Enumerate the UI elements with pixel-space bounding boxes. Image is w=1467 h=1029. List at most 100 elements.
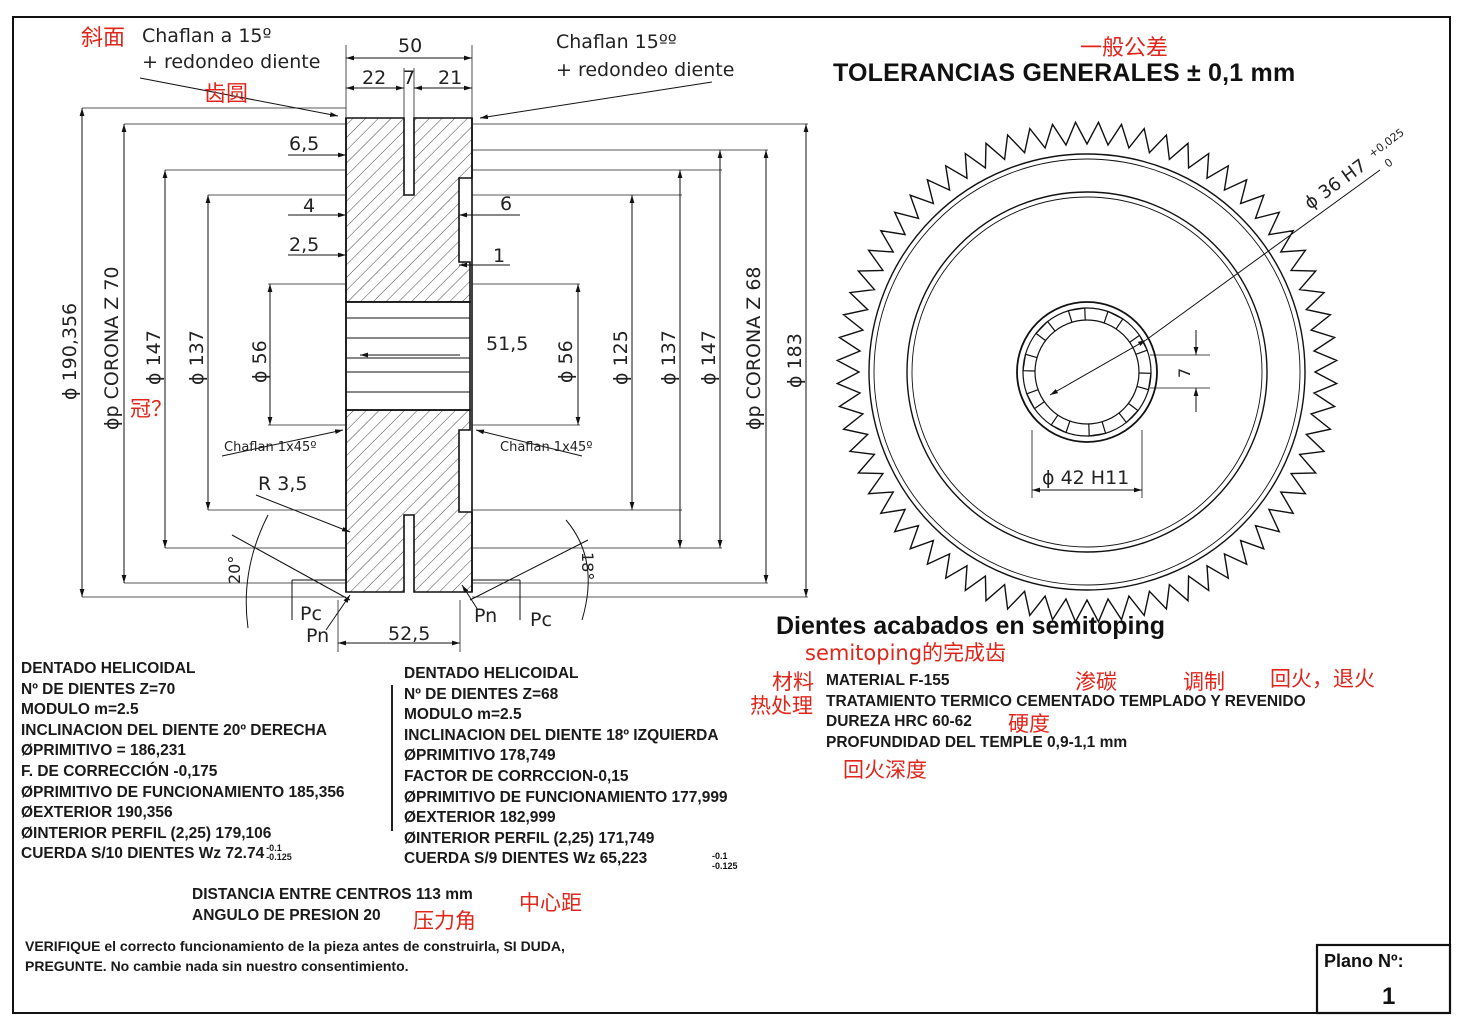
dim-22: 22 xyxy=(362,67,386,89)
dim-6: 6 xyxy=(500,193,512,215)
dim-52-5: 52,5 xyxy=(388,623,430,645)
dimension-lines xyxy=(79,55,809,646)
dim-r35: R 3,5 xyxy=(258,473,307,495)
profundidad-line: PROFUNDIDAD DEL TEMPLE 0,9-1,1 mm xyxy=(826,733,1128,751)
tratamiento-line: TRATAMIENTO TERMICO CEMENTADO TEMPLADO Y… xyxy=(826,692,1306,710)
dim-d56-left: ϕ 56 xyxy=(249,340,271,383)
bore-splines xyxy=(1022,307,1152,437)
tol-d36-zero: 0 xyxy=(1382,156,1395,171)
gear-left-line: INCLINACION DEL DIENTE 20º DERECHA xyxy=(21,721,327,739)
title-block xyxy=(1315,943,1452,1015)
dim-d125: ϕ 125 xyxy=(610,330,632,385)
gear-left-line: MODULO m=2.5 xyxy=(21,701,139,719)
sheet-border xyxy=(12,16,1451,1014)
gear-left-line: ØINTERIOR PERFIL (2,25) 179,106 xyxy=(21,824,272,842)
label-pc-left: Pc xyxy=(300,603,322,625)
gear-left-line: ØPRIMITIVO DE FUNCIONAMIENTO 185,356 xyxy=(21,783,345,801)
drawing-labels: Chaflan a 15º + redondeo diente Chaflan … xyxy=(59,25,1407,647)
tol-d36-plus: +0,025 xyxy=(1366,126,1407,160)
spline-profile xyxy=(1022,307,1152,437)
section-view xyxy=(345,117,473,593)
spec-divider xyxy=(391,685,393,831)
dim-1: 1 xyxy=(493,245,505,267)
dim-d56-right: ϕ 56 xyxy=(555,340,577,383)
dim-2-5: 2,5 xyxy=(289,234,319,256)
label-pn-right: Pn xyxy=(474,605,497,627)
gear-right-line: ØPRIMITIVO DE FUNCIONAMIENTO 177,999 xyxy=(404,788,728,806)
gear-left-line: F. DE CORRECCIÓN -0,175 xyxy=(21,762,218,780)
note-xiemian: 斜面 xyxy=(81,26,126,51)
label-chaflan-1x45-left: Chaflan 1x45º xyxy=(224,440,316,455)
note-yingdu: 硬度 xyxy=(1008,712,1050,736)
label-redondeo-right: + redondeo diente xyxy=(556,59,734,81)
gear-front-view xyxy=(835,120,1381,624)
dim-key-7: 7 xyxy=(1175,368,1194,378)
gear-right-line: ØPRIMITIVO 178,749 xyxy=(404,747,556,765)
gear-left-line: DENTADO HELICOIDAL xyxy=(21,660,196,677)
label-chaflan-a15: Chaflan a 15º xyxy=(142,25,272,47)
gear-right-line: MODULO m=2.5 xyxy=(404,706,522,724)
gear-tooth-profile xyxy=(835,120,1339,624)
plano-label: Plano Nº: xyxy=(1324,951,1404,971)
note-zhongxinju: 中心距 xyxy=(519,891,582,915)
verify-line-1: VERIFIQUE el correcto funcionamiento de … xyxy=(25,938,565,954)
gear-right-line: Nº DE DIENTES Z=68 xyxy=(404,685,559,703)
dim-d137-right: ϕ 137 xyxy=(658,330,680,385)
gear-right-cuerda: CUERDA S/9 DIENTES Wz 65,223 xyxy=(404,850,648,868)
angulo-line: ANGULO DE PRESION 20 xyxy=(192,906,381,924)
note-semitoping: semitoping的完成齿 xyxy=(805,641,1007,665)
gear-right-line: INCLINACION DEL DIENTE 18º IZQUIERDA xyxy=(404,726,719,744)
label-chaflan-15: Chaflan 15ºº xyxy=(556,31,677,53)
material-line: MATERIAL F-155 xyxy=(826,672,950,689)
dim-51-5: 51,5 xyxy=(486,333,528,355)
distancia-line: DISTANCIA ENTRE CENTROS 113 mm xyxy=(192,886,473,903)
dim-21: 21 xyxy=(438,67,462,89)
center-distance-spec: DISTANCIA ENTRE CENTROS 113 mm ANGULO DE… xyxy=(192,885,473,926)
note-chiyuan: 齿圆 xyxy=(204,82,249,107)
label-pc-right: Pc xyxy=(530,609,552,631)
dim-dp-corona-68: ϕp CORONA Z 68 xyxy=(743,267,765,431)
dim-d137-left: ϕ 137 xyxy=(186,330,208,385)
gear-right-spec: DENTADO HELICOIDAL Nº DE DIENTES Z=68 MO… xyxy=(404,664,728,870)
general-tolerances-title: TOLERANCIAS GENERALES ± 0,1 mm xyxy=(833,59,1296,87)
angle-20: 20° xyxy=(225,556,244,584)
dureza-line: DUREZA HRC 60-62 xyxy=(826,713,972,730)
dim-d190356: ϕ 190,356 xyxy=(59,303,81,400)
gear-right-line: ØINTERIOR PERFIL (2,25) 171,749 xyxy=(404,829,655,847)
gear-left-line: ØPRIMITIVO = 186,231 xyxy=(21,742,186,760)
dim-d42h11: ϕ 42 H11 xyxy=(1042,467,1129,489)
note-shentan: 渗碳 xyxy=(1075,670,1117,694)
dim-4: 4 xyxy=(303,195,315,217)
gear-right-line: DENTADO HELICOIDAL xyxy=(404,665,579,682)
gear-right-line: FACTOR DE CORRCCION-0,15 xyxy=(404,767,629,785)
verify-line-2: PREGUNTE. No cambie nada sin nuestro con… xyxy=(25,958,409,974)
gear-left-cuerda-tol: -0.1-0.125 xyxy=(266,843,292,863)
gear-left-line: ØEXTERIOR 190,356 xyxy=(21,804,173,822)
dim-d147-left: ϕ 147 xyxy=(143,330,165,385)
note-yalijiao: 压力角 xyxy=(413,909,476,933)
note-guan: 冠？ xyxy=(130,397,172,421)
gear-left-cuerda: CUERDA S/10 DIENTES Wz 72.74-0.1-0.125 xyxy=(21,843,292,863)
label-pn-left: Pn xyxy=(306,625,329,647)
dim-d183: ϕ 183 xyxy=(784,333,806,388)
gear-left-line: Nº DE DIENTES Z=70 xyxy=(21,680,176,698)
note-tiaozhi: 调制 xyxy=(1183,670,1225,694)
label-chaflan-1x45-right: Chaflan 1x45º xyxy=(500,440,592,455)
note-cailiao: 材料 xyxy=(772,670,814,694)
dim-d147-right: ϕ 147 xyxy=(698,330,720,385)
note-huihuo: 回火，退火 xyxy=(1270,667,1375,691)
note-huihuo-shendu: 回火深度 xyxy=(843,758,927,782)
gear-teeth xyxy=(835,120,1339,624)
dientes-title: Dientes acabados en semitoping xyxy=(776,612,1165,640)
gear-right-cuerda-tol: -0.1-0.125 xyxy=(712,851,738,871)
note-rechuli: 热处理 xyxy=(750,694,813,718)
gear-left-spec: DENTADO HELICOIDAL Nº DE DIENTES Z=70 MO… xyxy=(21,659,345,865)
dim-dp-corona-70: ϕp CORONA Z 70 xyxy=(101,267,123,431)
dim-7: 7 xyxy=(403,67,415,89)
dim-6-5: 6,5 xyxy=(289,133,319,155)
material-spec: MATERIAL F-155 TRATAMIENTO TERMICO CEMEN… xyxy=(826,671,1306,753)
angle-18: 18° xyxy=(578,552,597,580)
verify-note: VERIFIQUE el correcto funcionamiento de … xyxy=(25,936,565,976)
